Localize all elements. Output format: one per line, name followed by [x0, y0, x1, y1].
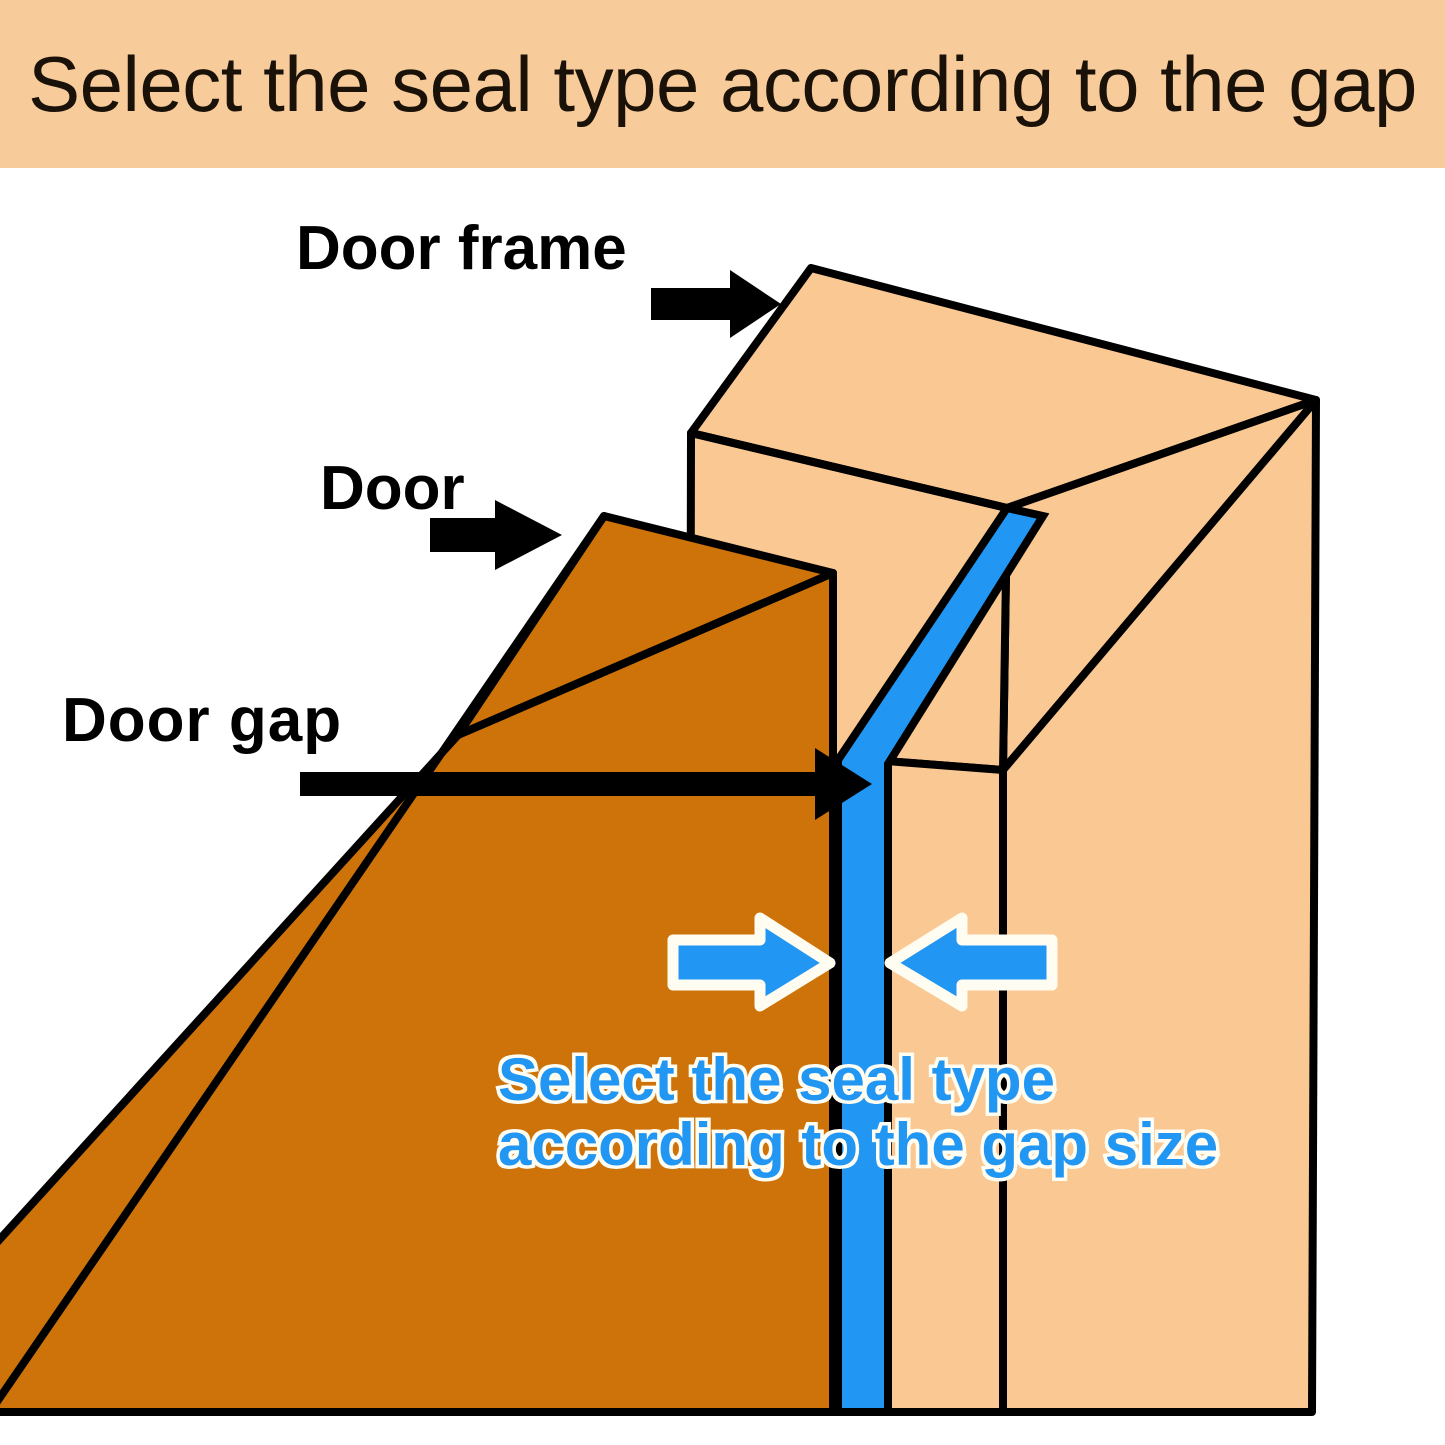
callout-line-2: according to the gap size [495, 1109, 1222, 1181]
page-title: Select the seal type according to the ga… [28, 40, 1417, 128]
seal-strip [834, 503, 1050, 1416]
frame-corner-crease [999, 396, 1320, 774]
label-door-frame: Door frame [296, 214, 627, 283]
header-banner: Select the seal type according to the ga… [0, 0, 1445, 168]
label-door: Door [320, 454, 465, 523]
seal-type-callout: Select the seal type according to the ga… [495, 1044, 1298, 1181]
label-door-gap: Door gap [62, 686, 343, 755]
seal-strip-body [834, 503, 1050, 1416]
door-top-fold-line [454, 569, 837, 739]
frame-rabbet-top-edge [687, 429, 1011, 512]
arrow-right-black-door [430, 500, 562, 570]
callout-line-1: Select the seal type [495, 1044, 1059, 1116]
arrow-right-long-black-door-gap [300, 748, 872, 820]
arrow-right-black-door-frame [651, 270, 781, 338]
frame-front-right-face [999, 396, 1320, 1416]
arrow-right-blue-gap [667, 912, 836, 1012]
arrow-left-blue-gap [884, 912, 1058, 1012]
door-inner-edge-line [0, 512, 608, 1405]
